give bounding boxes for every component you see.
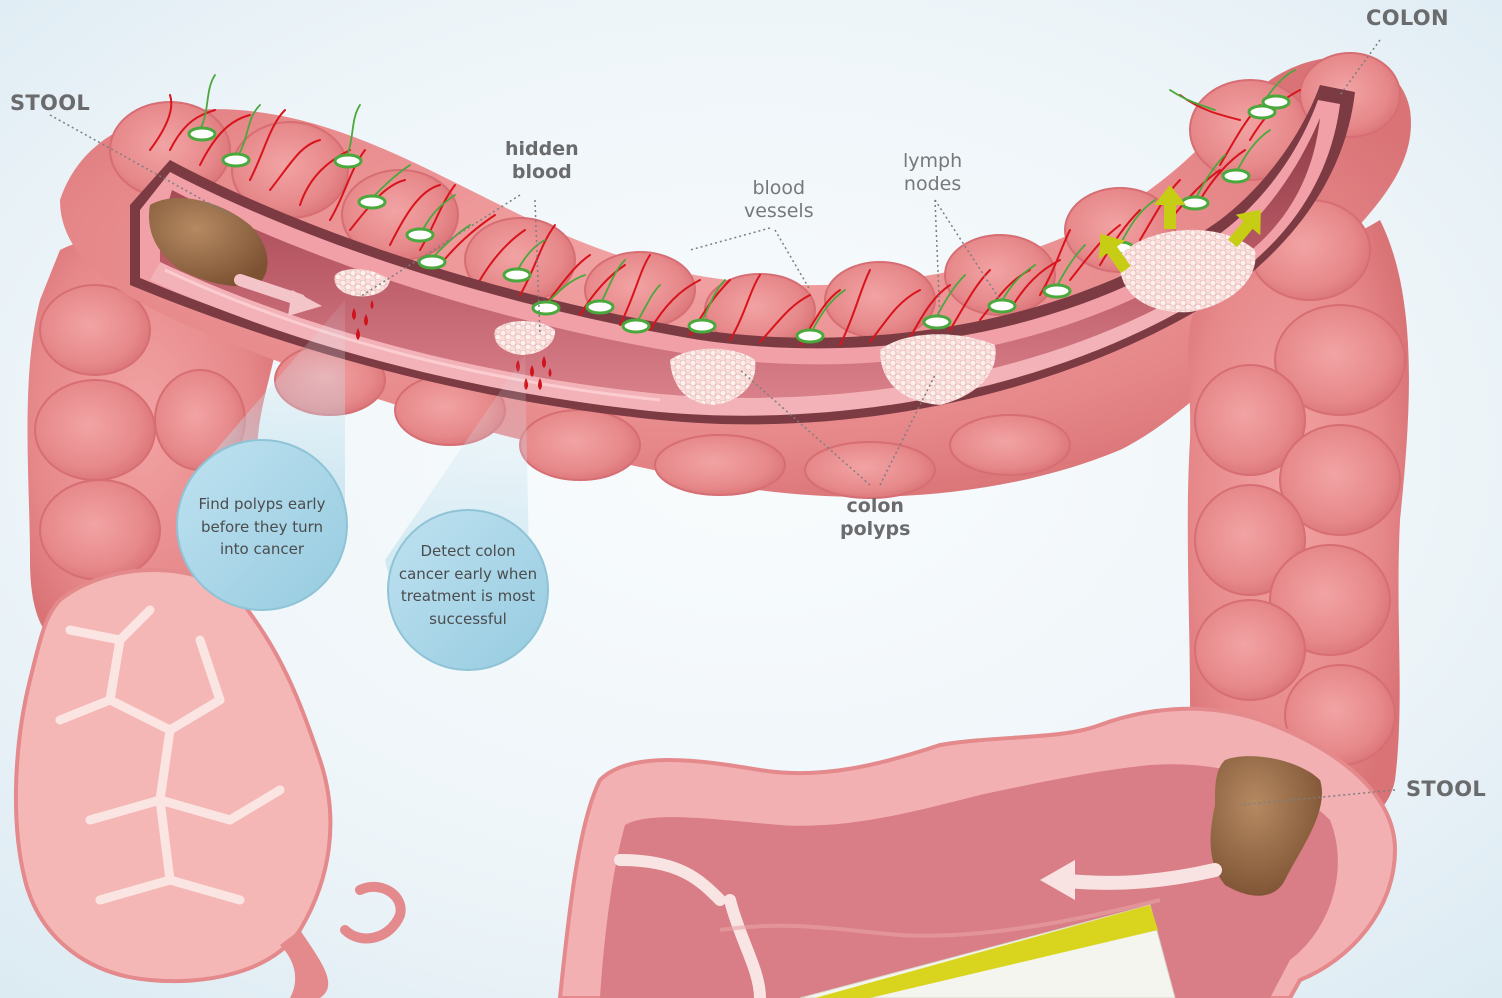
label-blood-vessels: blood vessels	[744, 177, 814, 223]
label-colon: COLON	[1366, 6, 1449, 31]
label-colon-polyps: colon polyps	[840, 495, 910, 541]
callout-text-detect-cancer: Detect colon cancer early when treatment…	[393, 540, 543, 630]
label-lymph-nodes: lymph nodes	[903, 150, 962, 196]
label-stool-right: STOOL	[1406, 777, 1486, 802]
callout-text-find-polyps: Find polyps early before they turn into …	[192, 493, 332, 561]
label-stool-left: STOOL	[10, 91, 90, 116]
label-hidden-blood: hidden blood	[505, 138, 579, 184]
